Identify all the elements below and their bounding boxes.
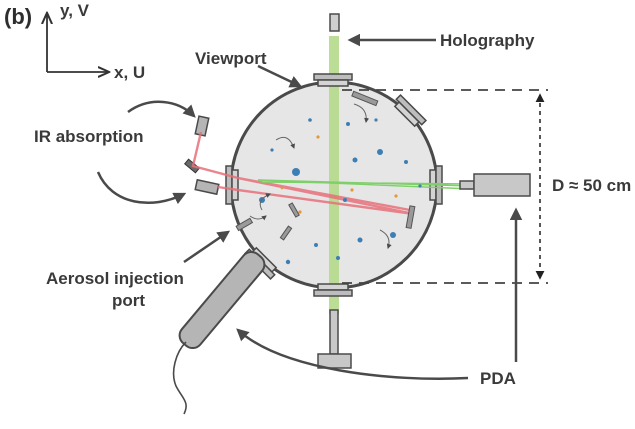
coordinate-axes: y, V x, U [47, 1, 145, 82]
holography-camera [317, 309, 352, 369]
aerosol-port-label-line1: Aerosol injection [46, 269, 184, 288]
ir-beam [191, 131, 415, 216]
top-viewport-flange [313, 73, 353, 87]
droplets [259, 118, 422, 265]
inner-mirrors [235, 90, 416, 241]
pda-label: PDA [480, 369, 516, 388]
holography-beam [329, 36, 339, 314]
aerosol-generator [172, 250, 266, 415]
ir-absorption-label: IR absorption [34, 127, 144, 146]
pda-detector [459, 173, 531, 197]
x-axis-label: x, U [114, 63, 145, 82]
diameter-indicator: D ≈ 50 cm [342, 89, 631, 284]
bottom-flange [313, 283, 353, 297]
viewport-label: Viewport [195, 49, 267, 68]
diameter-label: D ≈ 50 cm [552, 176, 631, 195]
pda-beams [257, 179, 473, 190]
panel-label: (b) [4, 4, 32, 29]
holography-label: Holography [440, 31, 535, 50]
y-axis-label: y, V [60, 1, 90, 20]
label-arrows [96, 33, 523, 380]
upper-right-flange [393, 93, 428, 128]
aerosol-port-label-line2: port [112, 291, 145, 310]
particles [280, 135, 398, 214]
holography-source [329, 13, 340, 32]
left-flange [225, 165, 239, 205]
ir-optics [184, 115, 220, 196]
flow-swirls [249, 103, 392, 249]
